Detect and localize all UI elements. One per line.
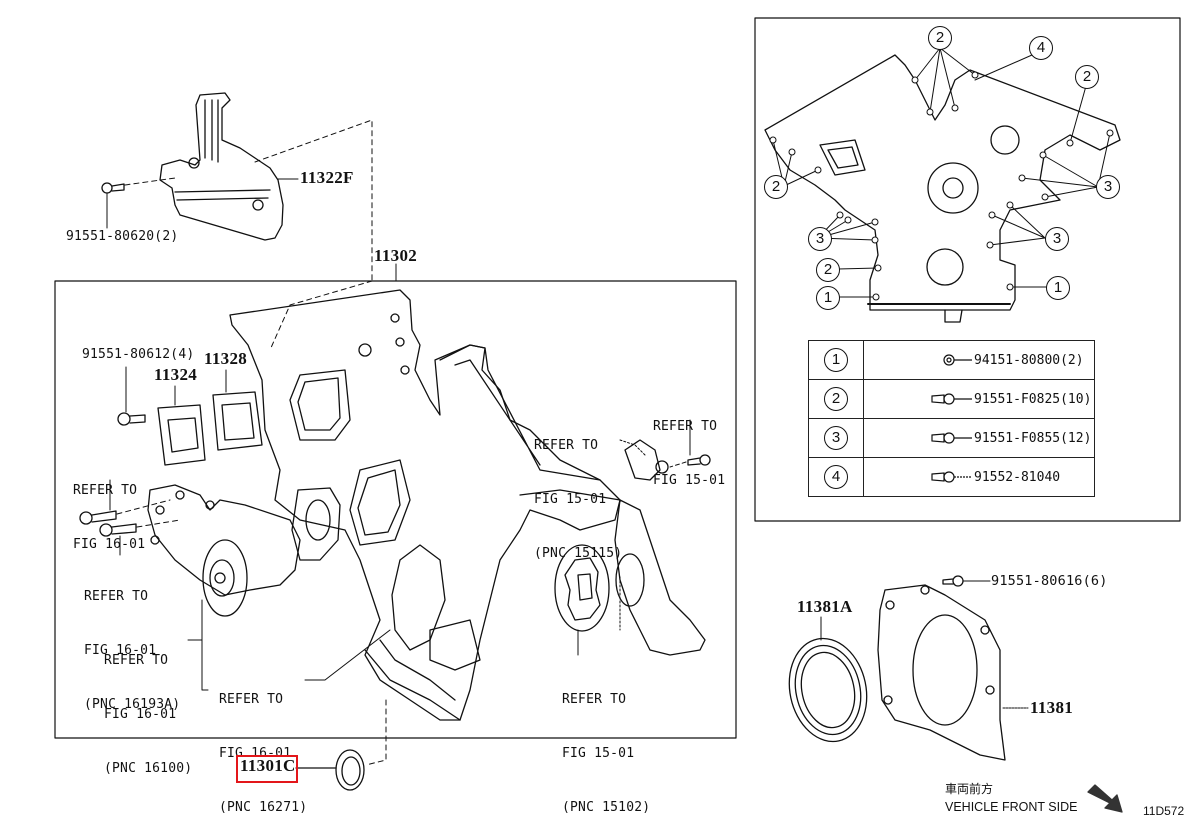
- callout-1-right: 1: [1046, 276, 1070, 300]
- retainer-11381: [877, 584, 1006, 761]
- gasket-11324: [157, 404, 206, 466]
- part-label-11328[interactable]: 11328: [204, 349, 248, 368]
- legend-part-number: 91551-F0855(12): [974, 430, 1092, 446]
- ref-pnc-15115[interactable]: REFER TO FIG 15-01 (PNC 15115): [534, 438, 623, 561]
- figure-id: 11D572: [1143, 804, 1185, 818]
- timing-chain-cover: [229, 289, 621, 721]
- seal-11381A: [788, 637, 868, 743]
- callout-2-lower-left: 2: [816, 258, 840, 282]
- ref-pnc-16271[interactable]: REFER TO FIG 16-01 (PNC 16271): [219, 692, 308, 815]
- part-label-91551-80620[interactable]: 91551-80620(2): [66, 229, 179, 244]
- ref-fig-15-01-bolt[interactable]: REFER TO FIG 15-01: [653, 419, 726, 488]
- part-label-11301C[interactable]: 11301C: [240, 756, 296, 775]
- direction-note-en: VEHICLE FRONT SIDE: [945, 800, 1078, 814]
- bolts-fig-16-01: [79, 479, 181, 556]
- part-label-11381A[interactable]: 11381A: [797, 597, 853, 616]
- callout-4: 4: [1029, 36, 1053, 60]
- legend-row[interactable]: 1 94151-80800(2): [808, 340, 1095, 380]
- fastener-legend-table: 1 94151-80800(2) 2 91551-F0825(10) 3 915…: [808, 340, 1095, 497]
- ref-pnc-16193A[interactable]: REFER TO FIG 16-01 (PNC 16193A): [84, 589, 181, 712]
- callout-3-left: 3: [808, 227, 832, 251]
- callout-1-left: 1: [816, 286, 840, 310]
- legend-number: 4: [824, 465, 848, 489]
- bolt-91551-80616: [942, 575, 991, 587]
- legend-part-number: 91551-F0825(10): [974, 391, 1092, 407]
- bracket-11322F: [159, 92, 284, 241]
- callout-2-top: 2: [928, 26, 952, 50]
- ref-pnc-16100[interactable]: REFER TO FIG 16-01 (PNC 16100): [104, 653, 193, 776]
- part-label-11381[interactable]: 11381: [1030, 698, 1074, 717]
- legend-row[interactable]: 3 91551-F0855(12): [808, 418, 1095, 458]
- legend-part-number: 91552-81040: [974, 469, 1061, 485]
- inset-cover-outline: [764, 54, 1121, 323]
- ref-pnc-15102[interactable]: REFER TO FIG 15-01 (PNC 15102): [562, 692, 651, 815]
- legend-number: 3: [824, 426, 848, 450]
- inset-frame: [754, 17, 1181, 522]
- oil-pump-rotor: [554, 544, 610, 632]
- callout-2-left: 2: [764, 175, 788, 199]
- legend-row[interactable]: 2 91551-F0825(10): [808, 379, 1095, 419]
- callout-2-right: 2: [1075, 65, 1099, 89]
- ref-fig-16-01-bolt[interactable]: REFER TO FIG 16-01: [73, 483, 146, 552]
- bolt-icon: [931, 393, 972, 405]
- highlight-box-11301C: [236, 755, 298, 783]
- callout-3-right-lower: 3: [1045, 227, 1069, 251]
- bolt-fig-15-01: [669, 419, 711, 468]
- seal-11301C: [335, 749, 365, 791]
- bolt-91551-80612: [117, 366, 146, 426]
- bolt-icon: [931, 471, 972, 483]
- callout-3-right-upper: 3: [1096, 175, 1120, 199]
- part-label-11324[interactable]: 11324: [154, 365, 198, 384]
- callout-leaders: [772, 47, 1111, 298]
- part-label-91551-80612[interactable]: 91551-80612(4): [82, 347, 195, 362]
- part-label-11322F[interactable]: 11322F: [300, 168, 354, 187]
- oil-pump-body: [614, 439, 706, 656]
- bolt-icon: [931, 432, 972, 444]
- part-label-91551-80616[interactable]: 91551-80616(6): [991, 573, 1108, 589]
- legend-row[interactable]: 4 91552-81040: [808, 457, 1095, 497]
- legend-number: 1: [824, 348, 848, 372]
- legend-number: 2: [824, 387, 848, 411]
- vehicle-front-arrow-icon: [1087, 784, 1123, 813]
- water-pump: [147, 484, 301, 617]
- inset-bolt-holes: [769, 71, 1114, 301]
- legend-part-number: 94151-80800(2): [974, 352, 1084, 368]
- direction-note-jp: 車両前方: [945, 782, 994, 796]
- bolt-91551-80620: [101, 182, 125, 229]
- nut-icon: [943, 354, 972, 366]
- gasket-11328: [212, 391, 263, 451]
- part-label-11302[interactable]: 11302: [374, 246, 418, 265]
